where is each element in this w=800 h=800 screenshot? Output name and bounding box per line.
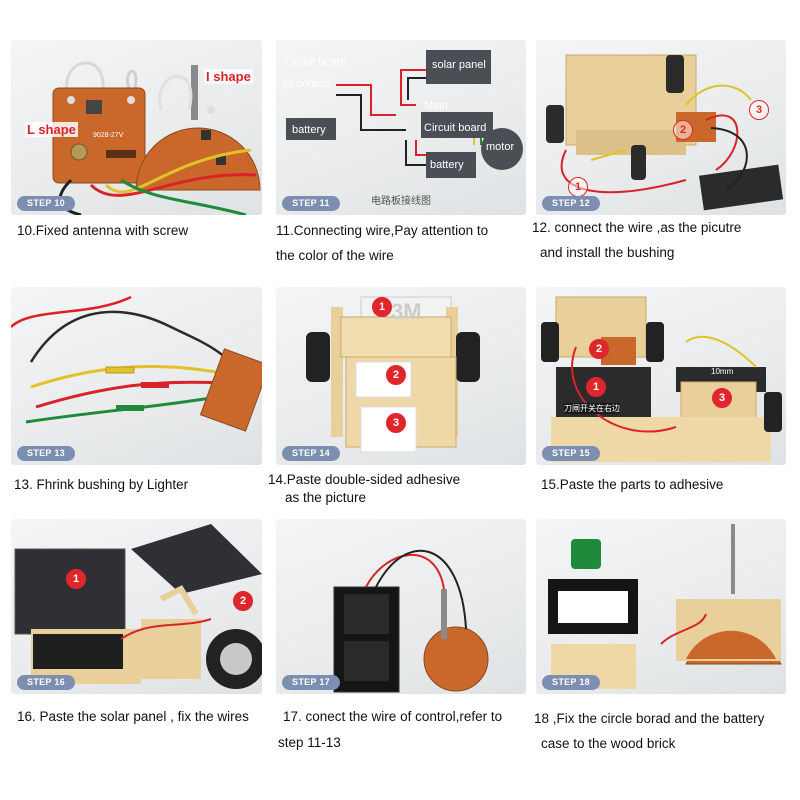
step-16-marker-2: 2 xyxy=(233,591,253,611)
board-marking: 9028-27V xyxy=(93,132,124,139)
step-18-caption-line1: 18 ,Fix the circle borad and the battery xyxy=(534,711,765,726)
main-board-box xyxy=(421,112,493,138)
main-label: Main xyxy=(424,100,448,112)
step-14-marker-3: 3 xyxy=(386,413,406,433)
step-17-caption-line2: step 11-13 xyxy=(278,735,341,750)
control-board-label-line2: of control xyxy=(284,78,330,90)
step-13-badge: STEP 13 xyxy=(17,446,75,461)
solar-panel-label: solar panel xyxy=(432,59,486,71)
solar-panel-box xyxy=(426,50,491,84)
control-board-label-line1: Circuit board xyxy=(284,56,347,68)
step-10-photo: I shape L shape 9028-27V STEP 10 xyxy=(11,40,262,215)
step-15-photo: 刀闸开关在右边 10mm 1 2 3 STEP 15 xyxy=(536,287,786,465)
step-12-caption-line1: 12. connect the wire ,as the picutre xyxy=(532,220,742,235)
step-14-badge: STEP 14 xyxy=(282,446,340,461)
step-14-marker-2: 2 xyxy=(386,365,406,385)
step-12-marker-3: 3 xyxy=(749,100,769,120)
step-16-badge: STEP 16 xyxy=(17,675,75,690)
step-17-photo: STEP 17 xyxy=(276,519,526,694)
step-16-caption: 16. Paste the solar panel , fix the wire… xyxy=(17,709,249,724)
step-14-caption-line2: as the picture xyxy=(285,490,367,505)
step-17-caption-line1: 17. conect the wire of control,refer to xyxy=(283,709,503,724)
step-12-badge: STEP 12 xyxy=(542,196,600,211)
step-18-photo: STEP 18 xyxy=(536,519,786,694)
step-12-caption-line2: and install the bushing xyxy=(540,245,675,260)
step-15-caption: 15.Paste the parts to adhesive xyxy=(541,477,724,492)
step-11-diagram: Circuit board of control battery solar p… xyxy=(276,40,526,215)
wiring-diagram-title: 电路板接线图 xyxy=(371,196,431,207)
step-14-photo: 3M 1 2 3 STEP 14 xyxy=(276,287,526,465)
step-15-marker-3: 3 xyxy=(712,388,732,408)
step-13-photo: STEP 13 xyxy=(11,287,262,465)
motor-circle xyxy=(481,128,523,170)
step-13-caption: 13. Fhrink bushing by Lighter xyxy=(14,477,189,492)
step-10-caption: 10.Fixed antenna with screw xyxy=(17,223,189,238)
step-16-illustration xyxy=(14,524,262,689)
step-11-badge: STEP 11 xyxy=(282,196,340,211)
step-16-marker-1: 1 xyxy=(66,569,86,589)
step-15-illustration xyxy=(541,296,782,462)
main-circuit-board-label: Circuit board xyxy=(424,122,487,134)
step-12-photo: 1 2 3 STEP 12 xyxy=(536,40,786,215)
step-11-caption-line1: 11.Connecting wire,Pay attention to xyxy=(276,223,489,238)
step-12-marker-1: 1 xyxy=(568,177,588,197)
step-17-badge: STEP 17 xyxy=(282,675,340,690)
tape-3m-label: 3M xyxy=(391,299,422,324)
step-18-illustration xyxy=(548,524,782,689)
battery-left-label: battery xyxy=(292,124,326,136)
battery-box-left xyxy=(286,118,336,140)
step-15-badge: STEP 15 xyxy=(542,446,600,461)
step-11-caption-line2: the color of the wire xyxy=(276,248,394,263)
step-18-caption-line2: case to the wood brick xyxy=(541,736,676,751)
measure-label: 10mm xyxy=(711,367,734,376)
step-10-badge: STEP 10 xyxy=(17,196,75,211)
i-shape-label: I shape xyxy=(204,69,253,84)
step-12-marker-2: 2 xyxy=(673,120,693,140)
battery-bottom-label: battery xyxy=(430,159,464,171)
motor-label: motor xyxy=(486,141,515,153)
battery-box-bottom xyxy=(426,152,476,178)
step-17-illustration xyxy=(333,549,489,693)
step-15-marker-2: 2 xyxy=(589,339,609,359)
step-15-marker-1: 1 xyxy=(586,377,606,397)
step-18-badge: STEP 18 xyxy=(542,675,600,690)
l-shape-label: L shape xyxy=(25,122,78,137)
switch-instruction: 刀闸开关在右边 xyxy=(564,403,620,414)
step-16-photo: 1 2 STEP 16 xyxy=(11,519,262,694)
step-14-caption-line1: 14.Paste double-sided adhesive xyxy=(268,472,461,487)
step-13-illustration xyxy=(11,295,262,432)
step-14-marker-1: 1 xyxy=(372,297,392,317)
